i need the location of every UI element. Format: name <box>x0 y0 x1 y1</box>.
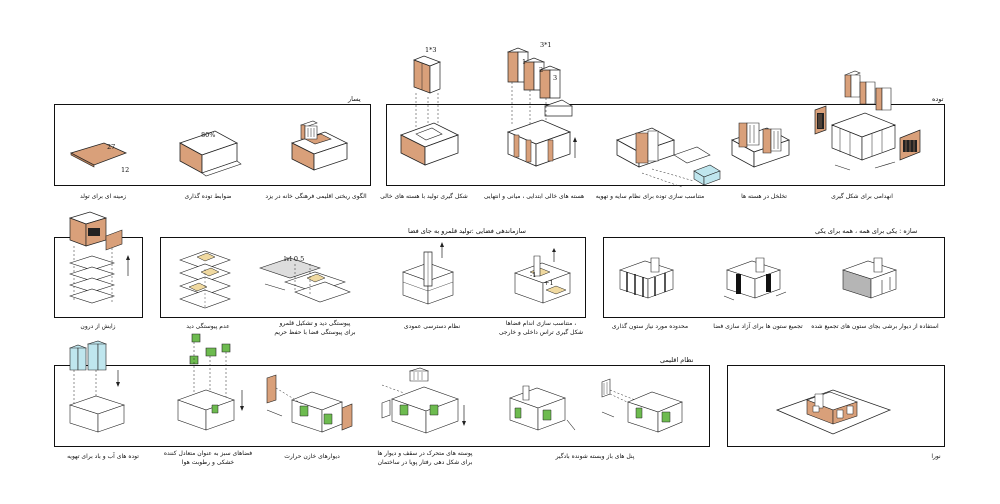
diagram-windcatcher-panels-b <box>600 372 695 440</box>
caption-view-continuity-2: برای پیوستگی فضا با حفظ حریم <box>274 329 356 336</box>
label-minus-1: -1 <box>530 271 537 279</box>
diagram-terrace <box>510 248 580 313</box>
diagram-thermal-walls <box>262 370 357 440</box>
caption-windcatcher-panels: پنل های باز وبسته شونده بادگیر <box>555 453 635 460</box>
section-title-nezam: نظام اقلیمی <box>660 356 694 364</box>
caption-column-merge: تجمیع ستون ها برای آزاد سازی فضا <box>713 323 803 330</box>
diagram-column-merge <box>722 250 792 310</box>
diagram-view-continuity <box>255 250 355 310</box>
diagram-noora <box>775 372 895 442</box>
label-80-percent: 80% <box>201 131 216 139</box>
diagram-windcatcher-panels-a <box>505 380 580 440</box>
section-title-tode: توده <box>932 95 944 103</box>
label-core-2: 2 <box>539 66 544 74</box>
diagram-vertical-access <box>398 242 468 317</box>
caption-shear-wall: استفاده از دیوار برشی بجای ستون های تجمی… <box>811 323 939 330</box>
diagram-shear-wall <box>838 250 908 310</box>
frame-saze <box>603 237 945 318</box>
diagram-shade-ventilation <box>612 115 722 195</box>
label-plus-1: +1 <box>544 279 554 287</box>
caption-column-zone: محدوده مورد نیاز ستون گذاری <box>611 323 689 330</box>
label-12: 12 <box>121 166 130 174</box>
diagram-water-wind <box>62 340 142 440</box>
caption-noora: نورا <box>931 453 941 460</box>
diagram-moving-skins <box>380 365 466 440</box>
section-title-sazmandehi: سازماندهی فضایی :تولید قلمرو به جای فضا <box>408 227 526 235</box>
caption-site: زمینه ای برای تولد <box>79 193 127 200</box>
caption-vertical-access: نظام دسترسی عمودی <box>403 323 461 330</box>
caption-core-stages: هسته های خالی ابتدایی ، میانی و انتهایی <box>483 193 585 200</box>
section-title-saze: سازه : یکی برای همه ، همه برای یکی <box>815 227 918 235</box>
label-lvl: lvl 0.5 <box>284 255 305 263</box>
diagram-empty-cores <box>396 45 466 175</box>
caption-moving-skins-2: برای شکل دهی رفتار پویا در ساختمان <box>377 459 473 466</box>
frame-yasar <box>54 104 371 186</box>
diagram-birth-within <box>62 208 130 313</box>
caption-destruction: انهدامی برای شکل گیری <box>831 193 893 200</box>
section-title-yasar: یسار <box>348 95 361 103</box>
caption-empty-cores: شکل گیری تولید با هسته های خالی <box>380 193 468 200</box>
diagram-destruction <box>810 60 925 180</box>
caption-shade-ventilation: متناسب سازی توده برای نظام سایه و تهویه <box>595 193 705 200</box>
caption-green-spaces-2: خشکی و رطوبت هوا <box>181 459 235 466</box>
caption-water-wind: توده های آب و باد برای تهویه <box>67 453 139 460</box>
label-27: 27 <box>107 143 116 151</box>
label-1x3: 1*3 <box>425 46 437 54</box>
caption-green-spaces-1: فضاهای سبز به عنوان متعادل کننده <box>163 450 253 457</box>
diagram-column-zone <box>615 250 685 310</box>
caption-moving-skins-1: پوسته های متحرک در سقف و دیوار ها <box>377 450 473 457</box>
frame-noora <box>727 365 945 447</box>
diagram-porosity <box>727 115 797 175</box>
caption-thermal-walls: دیوارهای خازن حرارت <box>284 453 340 460</box>
diagram-green-spaces <box>172 330 244 440</box>
caption-yazd-house: الگوی ریختی اقلیمی فرهنگی خانه در یزد <box>265 193 367 200</box>
caption-no-view: عدم پیوستگی دید <box>186 323 230 330</box>
frame-nezam <box>54 365 710 447</box>
caption-mass-rules: ضوابط توده گذاری <box>184 193 232 200</box>
caption-terrace-2: شکل گیری تراس داخلی و خارجی <box>498 329 584 336</box>
caption-birth-within: زایش از درون <box>80 323 116 330</box>
diagram-yazd-house <box>287 115 357 175</box>
label-core-1: 1 <box>522 58 527 66</box>
caption-porosity: تخلخل در هسته ها <box>741 193 787 200</box>
frame-tode <box>386 104 945 186</box>
caption-view-continuity-1: پیوستگی دید و تشکیل قلمرو <box>279 320 351 327</box>
caption-terrace-1: ، متناسب سازی اندام فضاها <box>505 320 577 327</box>
label-core-3: 3 <box>553 74 558 82</box>
label-3x1: 3*1 <box>540 41 552 49</box>
diagram-mass-rules <box>175 118 245 178</box>
diagram-core-stages <box>500 40 577 175</box>
frame-sazmandehi <box>160 237 586 318</box>
diagram-no-view <box>175 245 245 315</box>
diagram-site <box>66 125 136 170</box>
